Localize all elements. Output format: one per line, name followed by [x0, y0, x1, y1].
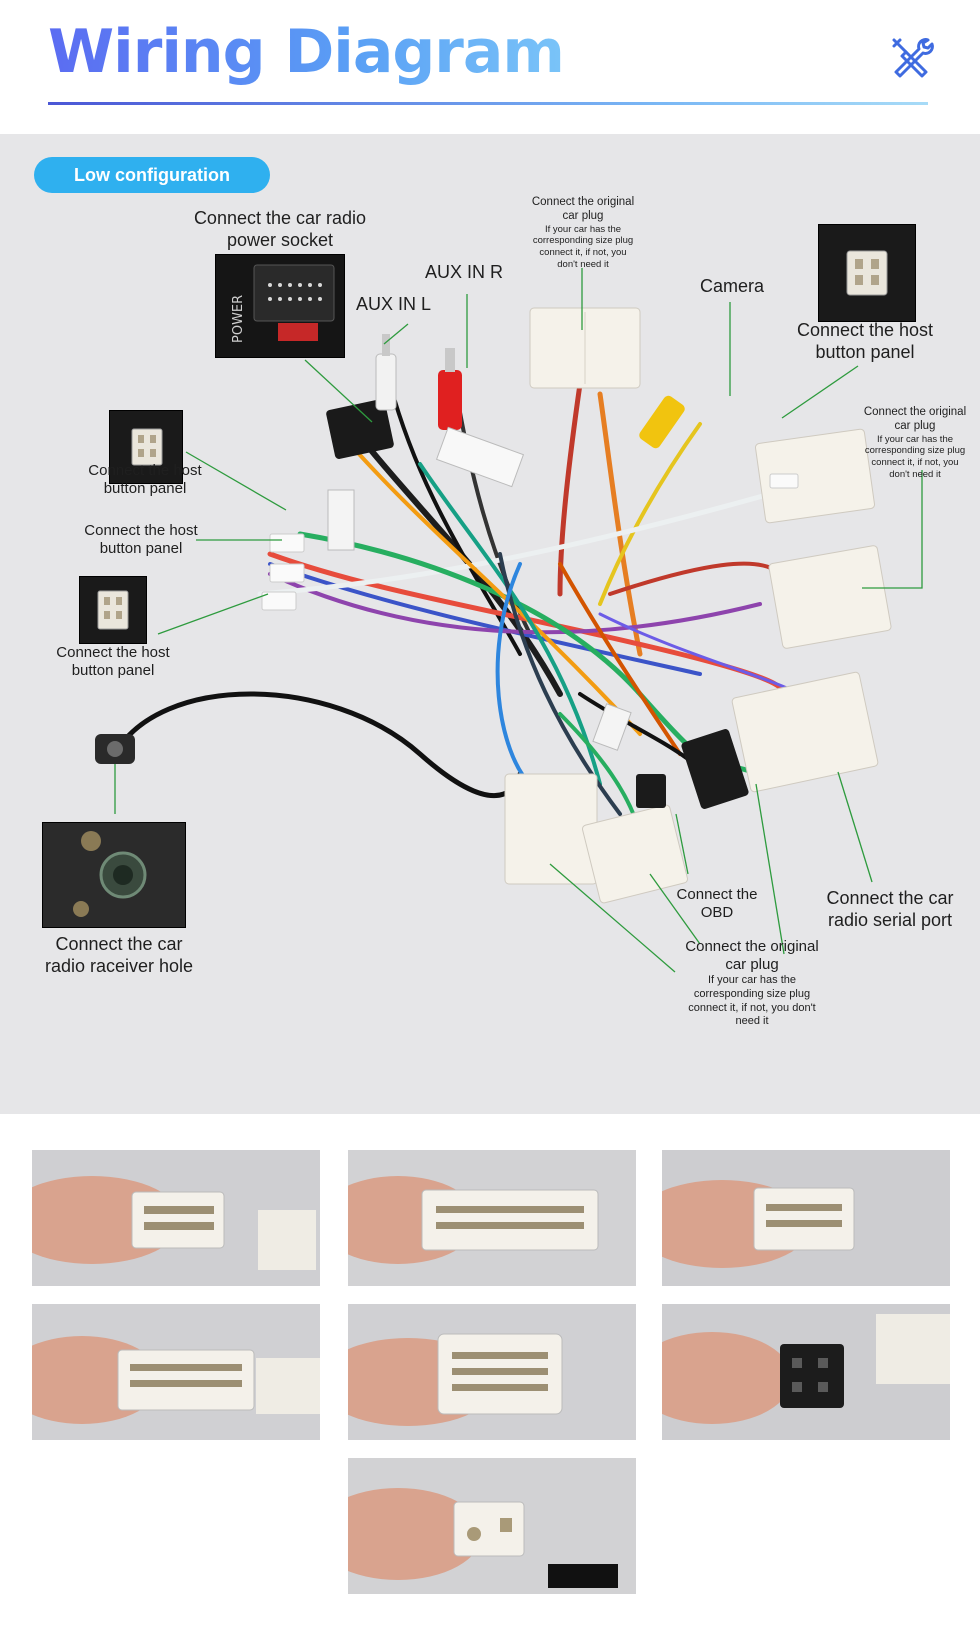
- label-host-button-right: Connect the host button panel: [796, 320, 934, 362]
- connector-photo-6: [662, 1304, 950, 1440]
- original-plug-bottom-note: If your car has the corresponding size p…: [688, 974, 816, 1028]
- connector-photo-2: [348, 1150, 636, 1286]
- receiver-hole-photo: [42, 822, 186, 928]
- host-button-photo-1: [109, 410, 183, 484]
- original-plug-bottom-text: Connect the original car plug: [685, 938, 819, 973]
- title-divider: [48, 102, 928, 105]
- power-socket-photo: POWER: [215, 254, 345, 358]
- connector-photo-1: [32, 1150, 320, 1286]
- page-title: Wiring Diagram: [48, 12, 565, 92]
- label-original-plug-right: Connect the original car plug If your ca…: [860, 406, 970, 481]
- tools-icon: [892, 38, 934, 78]
- host-button-connector-illustration: [846, 250, 888, 296]
- wiring-diagram-panel: Low configuration POWER: [0, 134, 980, 1114]
- original-plug-right-text: Connect the original car plug: [863, 406, 967, 432]
- label-aux-in-r: AUX IN R: [425, 262, 504, 282]
- host-button-photo-right: [818, 224, 916, 322]
- power-socket-illustration: POWER: [231, 264, 335, 343]
- label-power-socket: Connect the car radio power socket: [193, 208, 367, 250]
- label-host-button-2: Connect the host button panel: [84, 522, 198, 557]
- label-original-plug-bottom: Connect the original car plug If your ca…: [682, 938, 822, 1029]
- antenna-socket-illustration: [43, 823, 185, 927]
- label-serial-port: Connect the car radio serial port: [826, 888, 954, 930]
- host-button-connector-illustration: [97, 590, 129, 630]
- host-button-connector-illustration: [131, 428, 163, 466]
- connector-photo-3: [662, 1150, 950, 1286]
- label-host-button-1: Connect the host button panel: [88, 462, 202, 497]
- original-plug-right-note: If your car has the corresponding size p…: [864, 433, 966, 481]
- label-aux-in-l: AUX IN L: [356, 294, 432, 314]
- wiring-harness-illustration: [95, 268, 923, 973]
- original-plug-top-note: If your car has the corresponding size p…: [532, 223, 634, 271]
- label-camera: Camera: [700, 276, 765, 296]
- label-obd: Connect the OBD: [676, 886, 758, 921]
- original-plug-top-text: Connect the original car plug: [531, 196, 635, 222]
- host-button-photo-3: [79, 576, 147, 644]
- configuration-badge: Low configuration: [34, 157, 270, 193]
- connector-photo-7: [348, 1458, 636, 1594]
- label-host-button-3: Connect the host button panel: [56, 644, 170, 679]
- connector-photo-5: [348, 1304, 636, 1440]
- power-mark: POWER: [231, 295, 246, 343]
- connector-photo-4: [32, 1304, 320, 1440]
- label-original-plug-top: Connect the original car plug If your ca…: [528, 196, 638, 271]
- label-receiver-hole: Connect the car radio raceiver hole: [44, 934, 194, 976]
